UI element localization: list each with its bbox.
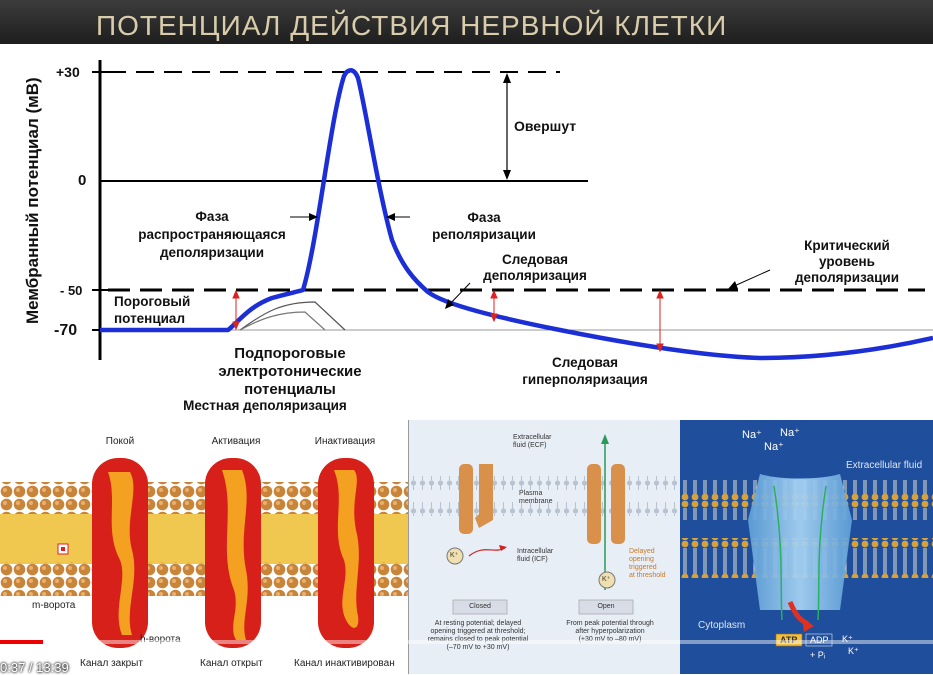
caption-closed: Канал закрыт xyxy=(80,658,143,669)
k-channel-illustration xyxy=(409,434,680,615)
tick-label-zero: 0 xyxy=(78,172,87,189)
na-ion-1: Na⁺ xyxy=(742,429,762,441)
subthreshold-curve-1 xyxy=(239,301,346,331)
video-progress-fill xyxy=(0,640,43,644)
k-ion-open: K⁺ xyxy=(602,576,611,583)
trace-depol-arrowhead xyxy=(445,299,454,309)
threshold-arrows xyxy=(232,289,664,353)
caption-open: Канал открыт xyxy=(200,658,263,669)
state-activation: Активация xyxy=(211,436,261,447)
k-ion-closed: K⁺ xyxy=(450,552,459,559)
threshold-label: Пороговый потенциал xyxy=(112,293,193,327)
video-time: 0:37 / 13:39 xyxy=(0,660,69,675)
y-axis-label: Мембранный потенциал (мВ) xyxy=(23,77,42,324)
channel-inactive xyxy=(318,458,374,648)
h-gate-label: h-ворота xyxy=(140,634,181,645)
caption-inactivated: Канал инактивирован xyxy=(294,658,395,669)
cytoplasm-label: Cytoplasm xyxy=(698,620,746,631)
adp-label: ADP xyxy=(810,635,829,645)
repol-arrowhead xyxy=(386,213,395,221)
repol-phase-label: Фаза реполяризации xyxy=(432,210,536,242)
critical-level-label: Критический уровень деполяризации xyxy=(794,238,900,285)
overshoot-label: Овершут xyxy=(514,118,577,134)
k-ion-1: K⁺ xyxy=(842,634,853,644)
trace-depol-arrow xyxy=(447,282,471,307)
pump-panel: Na⁺ Na⁺ Na⁺ Extracellular fluid Cytoplas… xyxy=(680,420,933,674)
depol-arrowhead xyxy=(309,213,318,221)
critical-arrow xyxy=(731,269,771,288)
overshoot-arrowhead-down xyxy=(503,170,511,180)
channel-rest xyxy=(92,458,148,648)
na-ion-3: Na⁺ xyxy=(780,427,800,439)
state-rest: Покой xyxy=(105,436,135,447)
pump-ecf-label: Extracellular fluid xyxy=(846,460,923,471)
action-potential-trace xyxy=(100,68,933,361)
trace-depol-label: Следовая деполяризация xyxy=(483,252,587,283)
subthreshold-curve-2 xyxy=(239,311,326,331)
m-gate-label: m-ворота xyxy=(32,600,76,611)
depol-phase-label: Фаза распространяющаяся деполяризации xyxy=(138,209,286,260)
k-ion-2: K⁺ xyxy=(848,646,859,656)
atp-label: ATP xyxy=(780,635,798,645)
slide-title: ПОТЕНЦИАЛ ДЕЙСТВИЯ НЕРВНОЙ КЛЕТКИ xyxy=(96,10,728,41)
channel-active xyxy=(205,458,261,648)
tick-label-minus70: -70 xyxy=(54,322,78,339)
na-channel-illustration xyxy=(0,458,408,648)
state-inactivation: Инактивация xyxy=(314,436,376,447)
na-channel-panel: Покой Активация Инактивация m-ворота h-в… xyxy=(0,420,408,674)
state-open: Open xyxy=(597,603,615,610)
state-closed: Closed xyxy=(469,603,491,610)
local-depol-label: Местная деполяризация xyxy=(183,398,347,413)
trace-hyper-label: Следовая гиперполяризация xyxy=(522,355,648,387)
pump-illustration xyxy=(680,474,933,647)
video-progress-bar[interactable] xyxy=(0,640,933,644)
critical-arrowhead xyxy=(728,281,738,289)
subthreshold-label: Подпороговые электротонические потенциал… xyxy=(218,345,362,398)
action-potential-chart xyxy=(92,60,933,361)
overshoot-arrowhead-up xyxy=(503,73,511,83)
na-ion-2: Na⁺ xyxy=(764,441,784,453)
tick-label-minus50: - 50 xyxy=(60,283,83,298)
pi-label: + Pᵢ xyxy=(810,650,826,660)
title-bar: ПОТЕНЦИАЛ ДЕЙСТВИЯ НЕРВНОЙ КЛЕТКИ xyxy=(0,0,933,44)
tick-label-plus30: +30 xyxy=(56,64,80,80)
